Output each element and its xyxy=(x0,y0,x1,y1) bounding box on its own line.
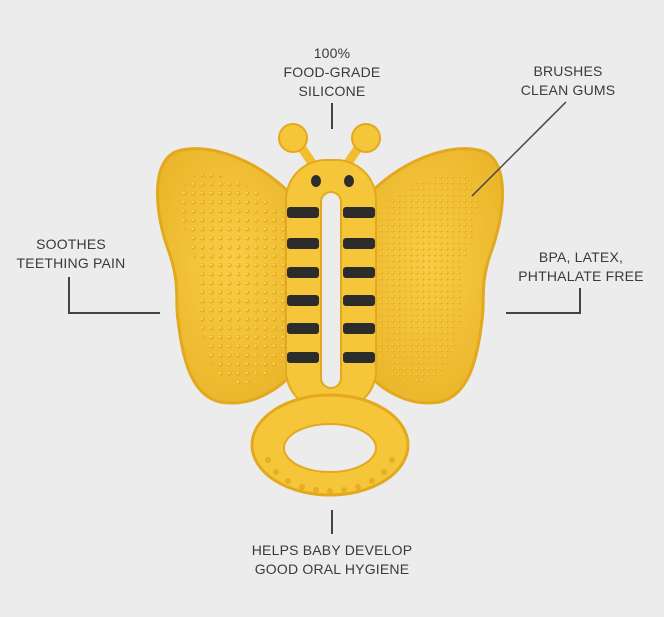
leader-line-top xyxy=(331,103,333,129)
teether-ring xyxy=(250,393,410,497)
left-wing xyxy=(156,147,307,405)
leader-line-right-horizontal xyxy=(506,312,581,314)
callout-bpa-latex-phthalate-free: BPA, LATEX, PHTHALATE FREE xyxy=(508,248,654,286)
callout-bottom-line-1: HELPS BABY DEVELOP xyxy=(251,542,413,558)
right-wing xyxy=(353,147,504,405)
callout-left-line-2: TEETHING PAIN xyxy=(16,255,126,271)
callout-left-line-1: SOOTHES xyxy=(36,236,106,252)
leader-line-bottom xyxy=(331,510,333,534)
leader-line-left-horizontal xyxy=(68,312,160,314)
callout-soothes-teething-pain: SOOTHES TEETHING PAIN xyxy=(6,235,136,273)
callout-top-line-1: 100% xyxy=(313,45,351,61)
callout-right-line-2: PHTHALATE FREE xyxy=(518,268,644,284)
callout-top-right-line-1: BRUSHES xyxy=(533,63,603,79)
callout-right-line-1: BPA, LATEX, xyxy=(538,249,624,265)
callout-oral-hygiene: HELPS BABY DEVELOP GOOD ORAL HYGIENE xyxy=(232,541,432,579)
callout-top-line-3: SILICONE xyxy=(298,83,366,99)
leader-line-left-vertical xyxy=(68,277,70,314)
callout-top-right-line-2: CLEAN GUMS xyxy=(520,82,616,98)
teether-body xyxy=(285,159,377,411)
callout-top-line-2: FOOD-GRADE xyxy=(283,64,381,80)
callout-bottom-line-2: GOOD ORAL HYGIENE xyxy=(254,561,410,577)
leader-line-right-vertical xyxy=(579,288,581,314)
callout-brushes-clean-gums: BRUSHES CLEAN GUMS xyxy=(500,62,636,100)
callout-food-grade-silicone: 100% FOOD-GRADE SILICONE xyxy=(262,44,402,101)
